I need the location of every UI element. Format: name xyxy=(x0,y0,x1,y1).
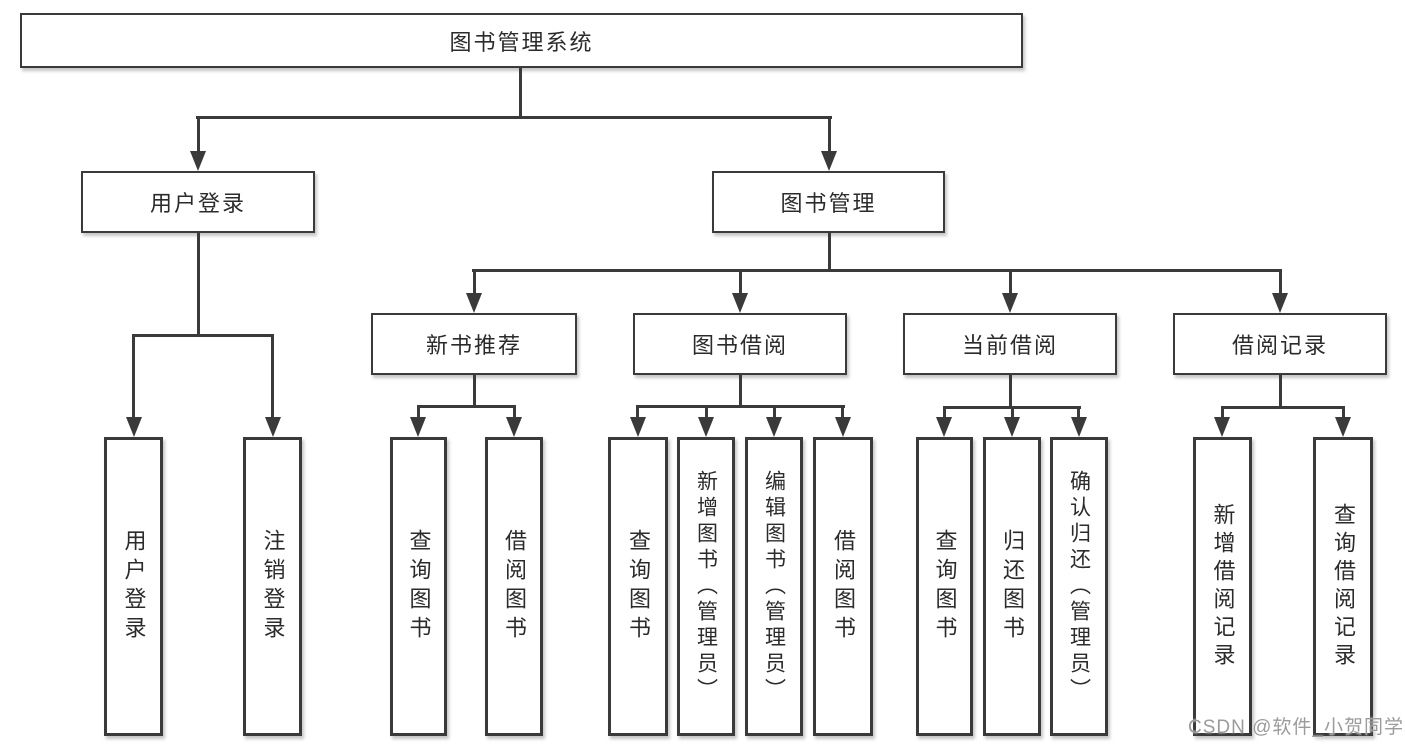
node-label: 查询图书 xyxy=(932,528,958,645)
arrowhead-icon xyxy=(936,417,952,437)
leaf-cb-return-book: 归还图书 xyxy=(983,437,1041,736)
connector-line xyxy=(773,405,776,419)
arrowhead-icon xyxy=(835,417,851,437)
arrowhead-icon xyxy=(732,293,748,313)
connector-line xyxy=(1279,375,1282,408)
connector-line xyxy=(739,269,742,296)
node-label: 编辑图书（管理员） xyxy=(762,469,786,704)
connector-line xyxy=(132,334,135,419)
leaf-bb-query-book: 查询图书 xyxy=(608,437,668,736)
csdn-watermark: CSDN @软件_小贺同学 xyxy=(1188,717,1404,738)
connector-line xyxy=(943,406,946,419)
arrowhead-icon xyxy=(1071,417,1087,437)
node-label: 注销登录 xyxy=(260,528,286,645)
leaf-user-login: 用户登录 xyxy=(104,437,163,736)
connector-line xyxy=(705,405,708,419)
node-book-borrow: 图书借阅 xyxy=(633,313,847,375)
node-label: 借阅图书 xyxy=(502,528,527,645)
node-label: 新书推荐 xyxy=(425,333,522,358)
connector-line xyxy=(1221,406,1224,419)
arrowhead-icon xyxy=(126,417,142,437)
connector-line xyxy=(1009,375,1012,408)
arrowhead-icon xyxy=(1335,417,1351,437)
arrowhead-icon xyxy=(1002,293,1018,313)
node-label: 图书管理系统 xyxy=(449,29,594,55)
arrowhead-icon xyxy=(1272,293,1288,313)
leaf-nb-query-book: 查询图书 xyxy=(390,437,447,736)
arrowhead-icon xyxy=(766,417,782,437)
arrowhead-icon xyxy=(1214,417,1230,437)
node-book-management: 图书管理 xyxy=(712,171,945,233)
leaf-bb-edit-book-admin: 编辑图书（管理员） xyxy=(745,437,803,736)
leaf-cb-query-book: 查询图书 xyxy=(916,437,973,736)
arrowhead-icon xyxy=(1004,417,1020,437)
leaf-rec-query-record: 查询借阅记录 xyxy=(1313,437,1373,736)
node-label: 新增图书（管理员） xyxy=(694,469,718,704)
node-label: 用户登录 xyxy=(121,528,147,645)
node-label: 用户登录 xyxy=(149,191,246,216)
connector-line xyxy=(1077,406,1080,419)
connector-line xyxy=(841,405,844,419)
connector-line xyxy=(519,68,522,119)
arrowhead-icon xyxy=(630,417,646,437)
arrowhead-icon xyxy=(821,151,837,171)
node-label: 归还图书 xyxy=(1000,528,1025,645)
node-label: 借阅图书 xyxy=(831,528,856,645)
connector-line xyxy=(472,269,1282,272)
arrowhead-icon xyxy=(698,417,714,437)
connector-line xyxy=(1011,406,1014,419)
node-current-borrow: 当前借阅 xyxy=(903,313,1117,375)
connector-line xyxy=(1279,269,1282,296)
connector-line xyxy=(636,405,639,419)
connector-line xyxy=(1342,406,1345,419)
connector-line xyxy=(132,334,274,337)
leaf-rec-add-record: 新增借阅记录 xyxy=(1193,437,1252,736)
connector-line xyxy=(513,405,516,419)
connector-line xyxy=(197,233,200,336)
leaf-nb-borrow-book: 借阅图书 xyxy=(485,437,543,736)
connector-line xyxy=(271,334,274,419)
connector-line xyxy=(196,116,832,119)
node-user-login: 用户登录 xyxy=(81,171,315,233)
node-label: 借阅记录 xyxy=(1231,333,1328,358)
connector-line xyxy=(739,375,742,407)
arrowhead-icon xyxy=(265,417,281,437)
node-root-system: 图书管理系统 xyxy=(20,13,1023,68)
connector-line xyxy=(473,269,476,296)
node-label: 图书管理 xyxy=(780,191,877,216)
leaf-cb-confirm-return-admin: 确认归还（管理员） xyxy=(1050,437,1108,736)
connector-line xyxy=(1009,269,1012,296)
leaf-logout-login: 注销登录 xyxy=(243,437,302,736)
node-label: 图书借阅 xyxy=(691,333,788,358)
connector-line xyxy=(197,116,200,154)
node-label: 当前借阅 xyxy=(961,333,1058,358)
leaf-bb-add-book-admin: 新增图书（管理员） xyxy=(677,437,735,736)
connector-line xyxy=(417,405,516,408)
node-label: 查询图书 xyxy=(406,528,432,645)
arrowhead-icon xyxy=(506,417,522,437)
arrowhead-icon xyxy=(466,293,482,313)
arrowhead-icon xyxy=(190,151,206,171)
leaf-bb-borrow-book: 借阅图书 xyxy=(813,437,873,736)
node-label: 确认归还（管理员） xyxy=(1067,469,1091,704)
connector-line xyxy=(1221,406,1345,409)
node-label: 查询借阅记录 xyxy=(1331,502,1356,671)
connector-line xyxy=(636,405,845,408)
node-label: 新增借阅记录 xyxy=(1210,502,1236,671)
connector-line xyxy=(417,405,420,419)
node-borrow-records: 借阅记录 xyxy=(1173,313,1387,375)
node-new-book-recommend: 新书推荐 xyxy=(371,313,577,375)
connector-line xyxy=(473,375,476,407)
node-label: 查询图书 xyxy=(626,528,651,645)
connector-line xyxy=(828,116,831,154)
arrowhead-icon xyxy=(410,417,426,437)
connector-line xyxy=(828,233,831,271)
